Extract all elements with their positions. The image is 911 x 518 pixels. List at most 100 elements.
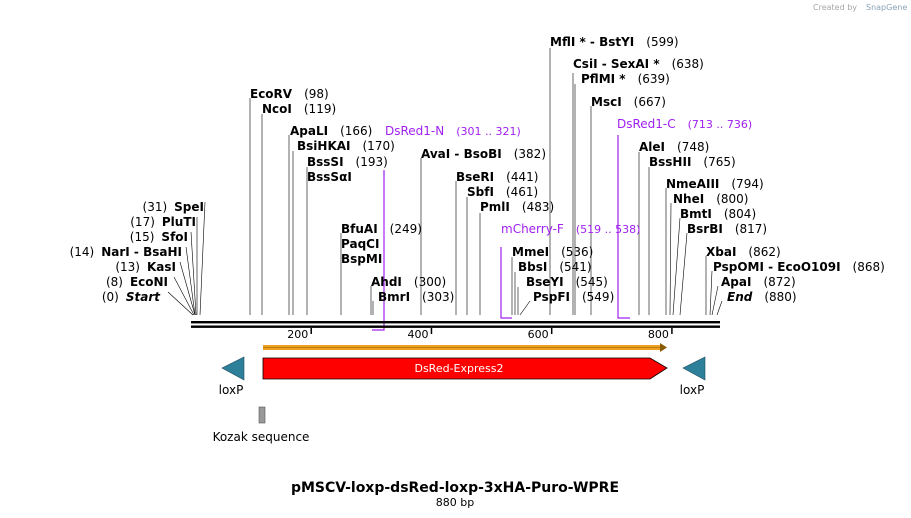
site-name: MmeI: [512, 245, 549, 259]
site-label[interactable]: BseYI (545): [526, 275, 608, 289]
kozak-feature[interactable]: Kozak sequence: [213, 406, 310, 444]
site-position: (382): [514, 147, 546, 161]
site-leader-lines: [167, 48, 723, 316]
site-label[interactable]: ApaLI(166): [290, 124, 372, 138]
site-label[interactable]: (0) Start: [102, 290, 161, 304]
site-position: (0): [102, 290, 119, 304]
site-label[interactable]: (17)PluTI: [130, 215, 196, 229]
site-label[interactable]: NmeAIII (794): [666, 177, 764, 191]
site-name: CsiI - SexAI *: [573, 57, 660, 71]
dsred-feature[interactable]: DsRed-Express2: [262, 357, 668, 380]
site-position: (880): [764, 290, 796, 304]
site-position: (545): [576, 275, 608, 289]
credit-prefix: Created by: [813, 3, 857, 12]
site-label[interactable]: AhdI(300): [371, 275, 446, 289]
site-name: BspMI: [341, 252, 382, 266]
site-name: BmrI: [378, 290, 410, 304]
map-title: pMSCV-loxp-dsRed-loxp-3xHA-Puro-WPRE: [291, 480, 619, 496]
site-name: ApaI: [721, 275, 751, 289]
site-name: End: [727, 290, 753, 304]
site-position: (249): [390, 222, 422, 236]
site-position: (483): [522, 200, 554, 214]
site-position: (13): [115, 260, 140, 274]
site-label[interactable]: BssSI(193): [307, 155, 388, 169]
site-label[interactable]: MmeI (536): [512, 245, 593, 259]
site-label[interactable]: BssHII(765): [649, 155, 736, 169]
site-name: BsrBI: [687, 222, 723, 236]
site-name: PspOMI - EcoO109I: [713, 260, 841, 274]
site-name: BssSαI: [307, 170, 352, 184]
site-name: PspFI: [533, 290, 570, 304]
site-position: (14): [70, 245, 95, 259]
site-name: PluTI: [162, 215, 196, 229]
site-label[interactable]: BfuAI(249): [341, 222, 422, 236]
site-name: BseYI: [526, 275, 564, 289]
site-label[interactable]: CsiI - SexAI *(638): [573, 57, 704, 71]
site-name: Start: [126, 290, 161, 304]
site-position: (98): [304, 87, 329, 101]
site-position: (804): [724, 207, 756, 221]
site-label[interactable]: NcoI(119): [262, 102, 336, 116]
site-label[interactable]: MflI * - BstYI(599): [550, 35, 679, 49]
primer-dsred1-n-label[interactable]: DsRed1-N(301 .. 321): [385, 124, 521, 138]
site-label[interactable]: BssSαI: [307, 170, 352, 184]
site-label[interactable]: (14)NarI - BsaHI: [70, 245, 182, 259]
site-position: (166): [340, 124, 372, 138]
site-name: SpeI: [174, 200, 204, 214]
site-position: (862): [748, 245, 780, 259]
site-name: AvaI - BsoBI: [421, 147, 502, 161]
site-label[interactable]: MscI(667): [591, 95, 666, 109]
loxp-left-feature[interactable]: loxP: [219, 356, 245, 397]
site-name: PmlI: [480, 200, 510, 214]
loxp-right-feature[interactable]: loxP: [680, 356, 706, 397]
site-label[interactable]: PspFI(549): [533, 290, 614, 304]
site-name: PflMI *: [581, 72, 626, 86]
sequence-backbone: [191, 321, 720, 328]
site-position: (8): [106, 275, 123, 289]
site-label[interactable]: BmrI (303): [378, 290, 454, 304]
site-label[interactable]: PaqCI: [341, 237, 379, 251]
site-position: (872): [763, 275, 795, 289]
site-label[interactable]: XbaI(862): [706, 245, 781, 259]
primer-dsred1-c-label[interactable]: DsRed1-C(713 .. 736): [617, 117, 752, 131]
site-label[interactable]: End (880): [727, 290, 797, 304]
site-position: (794): [731, 177, 763, 191]
site-name: BmtI: [680, 207, 712, 221]
axis-tick-label: 800: [648, 328, 669, 341]
site-name: NmeAIII: [666, 177, 719, 191]
site-position: (300): [414, 275, 446, 289]
site-label[interactable]: ApaI (872): [721, 275, 796, 289]
site-label[interactable]: BspMI: [341, 252, 382, 266]
site-label[interactable]: BsiHKAI(170): [297, 139, 395, 153]
site-position: (536): [561, 245, 593, 259]
site-label[interactable]: (8)EcoNI: [106, 275, 168, 289]
site-label[interactable]: (15)SfoI: [130, 230, 188, 244]
site-label[interactable]: SbfI(461): [467, 185, 538, 199]
primer-mcherry-f-label[interactable]: mCherry-F(519 .. 538): [501, 222, 640, 236]
site-position: (303): [422, 290, 454, 304]
site-label[interactable]: BmtI (804): [680, 207, 756, 221]
site-label[interactable]: (13)KasI: [115, 260, 176, 274]
primer-mcherry-f-marker: [500, 247, 512, 319]
site-label[interactable]: PmlI (483): [480, 200, 554, 214]
site-label[interactable]: NheI(800): [673, 192, 748, 206]
site-position: (441): [506, 170, 538, 184]
site-position: (15): [130, 230, 155, 244]
site-name: PaqCI: [341, 237, 379, 251]
loxp-right-label: loxP: [680, 383, 705, 397]
site-label[interactable]: AleI(748): [639, 140, 709, 154]
site-label[interactable]: PflMI *(639): [581, 72, 670, 86]
site-name: BsiHKAI: [297, 139, 351, 153]
site-label[interactable]: BbsI(541): [518, 260, 592, 274]
axis-tick-label: 400: [407, 328, 428, 341]
site-position: (599): [646, 35, 678, 49]
site-label[interactable]: BsrBI (817): [687, 222, 767, 236]
site-label[interactable]: AvaI - BsoBI (382): [421, 147, 546, 161]
restriction-site-labels: (0) Start(8)EcoNI(13)KasI(14)NarI - BsaHI…: [70, 35, 885, 304]
site-label[interactable]: EcoRV(98): [250, 87, 329, 101]
site-label[interactable]: BseRI(441): [456, 170, 538, 184]
site-label[interactable]: PspOMI - EcoO109I(868): [713, 260, 885, 274]
site-label[interactable]: (31)SpeI: [143, 200, 204, 214]
site-position: (817): [735, 222, 767, 236]
